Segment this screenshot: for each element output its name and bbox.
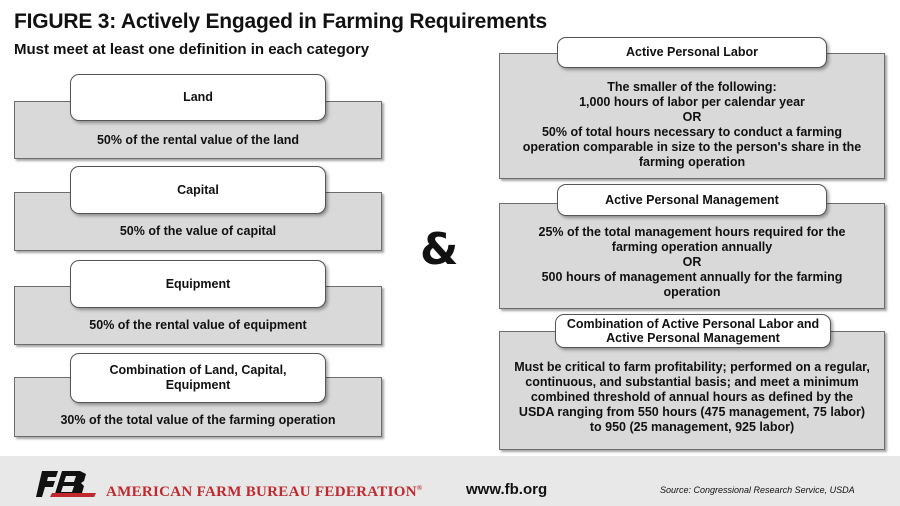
land-requirement: 50% of the rental value of the land: [96, 132, 300, 147]
active-management-body: 25% of the total management hours requir…: [500, 225, 884, 300]
capital-tab: Capital: [70, 166, 326, 214]
org-name: AMERICAN FARM BUREAU FEDERATION®: [106, 484, 422, 501]
active-labor-line: 50% of total hours necessary to conduct …: [522, 125, 862, 169]
active-management-or: OR: [682, 254, 702, 269]
figure-title: FIGURE 3: Actively Engaged in Farming Re…: [14, 10, 547, 33]
active-labor-line: The smaller of the following:: [607, 80, 777, 94]
active-labor-panel: The smaller of the following: 1,000 hour…: [499, 53, 885, 179]
website-url[interactable]: www.fb.org: [466, 481, 548, 498]
active-management-panel: 25% of the total management hours requir…: [499, 203, 885, 309]
active-labor-line: 1,000 hours of labor per calendar year: [579, 95, 805, 109]
active-management-line: 25% of the total management hours requir…: [538, 224, 846, 254]
equipment-requirement: 50% of the rental value of equipment: [89, 318, 307, 332]
combination-labor-management-panel: Must be critical to farm profitability; …: [499, 331, 885, 450]
combination-assets-requirement: 30% of the total value of the farming op…: [60, 412, 336, 427]
active-labor-or: OR: [682, 110, 702, 124]
ampersand: &: [420, 224, 459, 275]
active-management-tab: Active Personal Management: [557, 184, 827, 216]
equipment-tab: Equipment: [70, 260, 326, 308]
trademark-symbol: ®: [416, 484, 423, 492]
org-name-text: AMERICAN FARM BUREAU FEDERATION: [106, 484, 417, 500]
fb-logo-icon: [36, 471, 96, 497]
source-note: Source: Congressional Research Service, …: [660, 485, 855, 495]
combination-assets-tab: Combination of Land, Capital, Equipment: [70, 353, 326, 403]
active-management-line: 500 hours of management annually for the…: [541, 269, 843, 299]
combination-labor-management-tab: Combination of Active Personal Labor and…: [555, 314, 831, 348]
land-tab: Land: [70, 74, 326, 121]
active-labor-body: The smaller of the following: 1,000 hour…: [500, 80, 884, 170]
capital-requirement: 50% of the value of capital: [119, 224, 277, 238]
figure-subtitle: Must meet at least one definition in eac…: [14, 41, 370, 58]
active-labor-tab: Active Personal Labor: [557, 37, 827, 68]
combination-labor-management-body: Must be critical to farm profitability; …: [500, 360, 884, 435]
footer-bar: AMERICAN FARM BUREAU FEDERATION® www.fb.…: [0, 456, 900, 506]
combination-labor-management-line: Must be critical to farm profitability; …: [514, 360, 870, 434]
